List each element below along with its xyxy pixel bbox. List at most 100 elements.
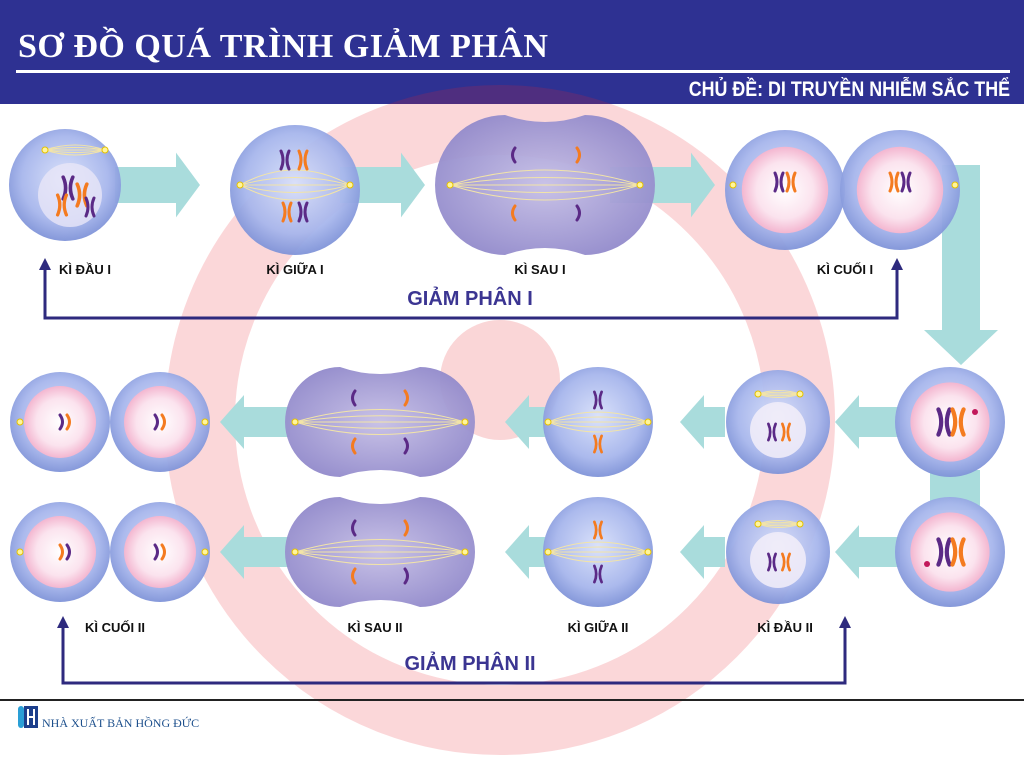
nucleus bbox=[24, 386, 96, 458]
flow-arrow bbox=[680, 525, 725, 579]
spindle-fiber bbox=[449, 169, 641, 186]
page-subtitle: CHỦ ĐỀ: DI TRUYỀN NHIỄM SẮC THỂ bbox=[688, 78, 1010, 101]
page-title: SƠ ĐỒ QUÁ TRÌNH GIẢM PHÂN bbox=[18, 28, 549, 65]
centrosome bbox=[446, 181, 454, 189]
centrosome bbox=[236, 181, 244, 189]
spindle-fiber bbox=[547, 411, 649, 423]
chromosome bbox=[297, 201, 309, 223]
centriole bbox=[972, 409, 978, 415]
chromosome bbox=[75, 182, 89, 208]
flow-arrow bbox=[340, 152, 425, 218]
spindle-fiber bbox=[757, 393, 801, 397]
spindle-fiber bbox=[294, 551, 466, 559]
chromosome bbox=[773, 171, 785, 193]
nucleus bbox=[124, 516, 196, 588]
chromatid bbox=[403, 567, 409, 585]
stage-label-metaphase-1: KÌ GIỮA I bbox=[266, 262, 324, 277]
spindle-fiber bbox=[547, 551, 649, 563]
chromatid bbox=[160, 543, 166, 561]
nucleus bbox=[856, 146, 944, 234]
chromosome bbox=[84, 196, 96, 218]
meiosis2-title: GIẢM PHÂN II bbox=[404, 653, 536, 675]
chromosome bbox=[950, 537, 966, 567]
flow-arrow bbox=[680, 395, 725, 449]
chromatid bbox=[58, 413, 64, 431]
spindle-fiber bbox=[757, 391, 801, 395]
chromatid bbox=[65, 543, 71, 561]
flow-arrow bbox=[115, 152, 200, 218]
nucleus bbox=[750, 402, 806, 458]
spindle-fiber bbox=[44, 149, 106, 153]
centrosome bbox=[544, 418, 552, 426]
centrosome bbox=[461, 418, 469, 426]
chromatid bbox=[511, 204, 517, 222]
stage-label-anaphase-1: KÌ SAU I bbox=[514, 262, 566, 277]
meiosis1-title: GIẢM PHÂN I bbox=[407, 288, 533, 310]
spindle-fiber bbox=[294, 551, 466, 565]
stage-label-telophase-2: KÌ CUỐI II bbox=[85, 620, 145, 635]
spindle-fiber bbox=[239, 177, 351, 186]
chromatid bbox=[575, 146, 581, 164]
chromatid bbox=[403, 519, 409, 537]
chromosome bbox=[767, 422, 777, 442]
cell bbox=[230, 125, 360, 255]
stage-label-telophase-1: KÌ CUỐI I bbox=[816, 262, 874, 277]
centrosome bbox=[544, 548, 552, 556]
chromosome bbox=[785, 171, 797, 193]
spindle-fiber bbox=[44, 144, 106, 151]
centrosome bbox=[291, 548, 299, 556]
chromosome bbox=[593, 520, 603, 540]
spindle-fiber bbox=[757, 393, 801, 398]
flow-arrow bbox=[835, 395, 900, 449]
centrosome bbox=[16, 418, 24, 426]
flow-arrow bbox=[505, 395, 545, 449]
spindle-fiber bbox=[757, 523, 801, 527]
spindle-fiber bbox=[449, 184, 641, 193]
cells bbox=[9, 115, 1005, 607]
chromosome bbox=[936, 407, 952, 437]
centrosome bbox=[101, 146, 109, 154]
centrosome bbox=[461, 548, 469, 556]
chromosome bbox=[593, 390, 603, 410]
chromatid bbox=[511, 146, 517, 164]
centrosome bbox=[754, 390, 762, 398]
nucleus bbox=[750, 532, 806, 588]
chromosome bbox=[950, 407, 966, 437]
stage-label-anaphase-2: KÌ SAU II bbox=[347, 620, 403, 635]
chromatid bbox=[351, 437, 357, 455]
footer-divider bbox=[0, 699, 1024, 701]
chromosome bbox=[781, 422, 791, 442]
stage-label-metaphase-2: KÌ GIỮA II bbox=[567, 620, 629, 635]
chromatid bbox=[160, 413, 166, 431]
centrosome bbox=[754, 520, 762, 528]
centrosome bbox=[201, 548, 209, 556]
spindle-fiber bbox=[449, 184, 641, 201]
spindle-fiber bbox=[547, 551, 649, 558]
flow-arrow bbox=[220, 395, 290, 449]
spindle-fiber bbox=[757, 523, 801, 528]
spindle-fiber bbox=[294, 545, 466, 553]
header-divider bbox=[16, 70, 1010, 73]
spindle-fiber bbox=[294, 539, 466, 553]
meiosis1-loop bbox=[43, 262, 899, 320]
centrosome bbox=[644, 418, 652, 426]
spindle-fiber bbox=[239, 169, 351, 186]
flow-arrow bbox=[835, 525, 900, 579]
spindle-fiber bbox=[44, 149, 106, 156]
centrosome bbox=[951, 181, 959, 189]
spindle-fiber bbox=[294, 421, 466, 435]
nucleus bbox=[741, 146, 829, 234]
centrosome bbox=[644, 548, 652, 556]
spindle-fiber bbox=[239, 184, 351, 201]
stage-label-prophase-1: KÌ ĐẦU I bbox=[59, 262, 111, 277]
chromatid bbox=[351, 389, 357, 407]
chromosome bbox=[767, 552, 777, 572]
chromatid bbox=[153, 543, 159, 561]
centrosome bbox=[346, 181, 354, 189]
chromosome bbox=[297, 149, 309, 171]
chromosome bbox=[781, 552, 791, 572]
stage-label-prophase-2: KÌ ĐẦU II bbox=[757, 620, 813, 635]
centrosome bbox=[796, 520, 804, 528]
spindle-fiber bbox=[547, 546, 649, 553]
